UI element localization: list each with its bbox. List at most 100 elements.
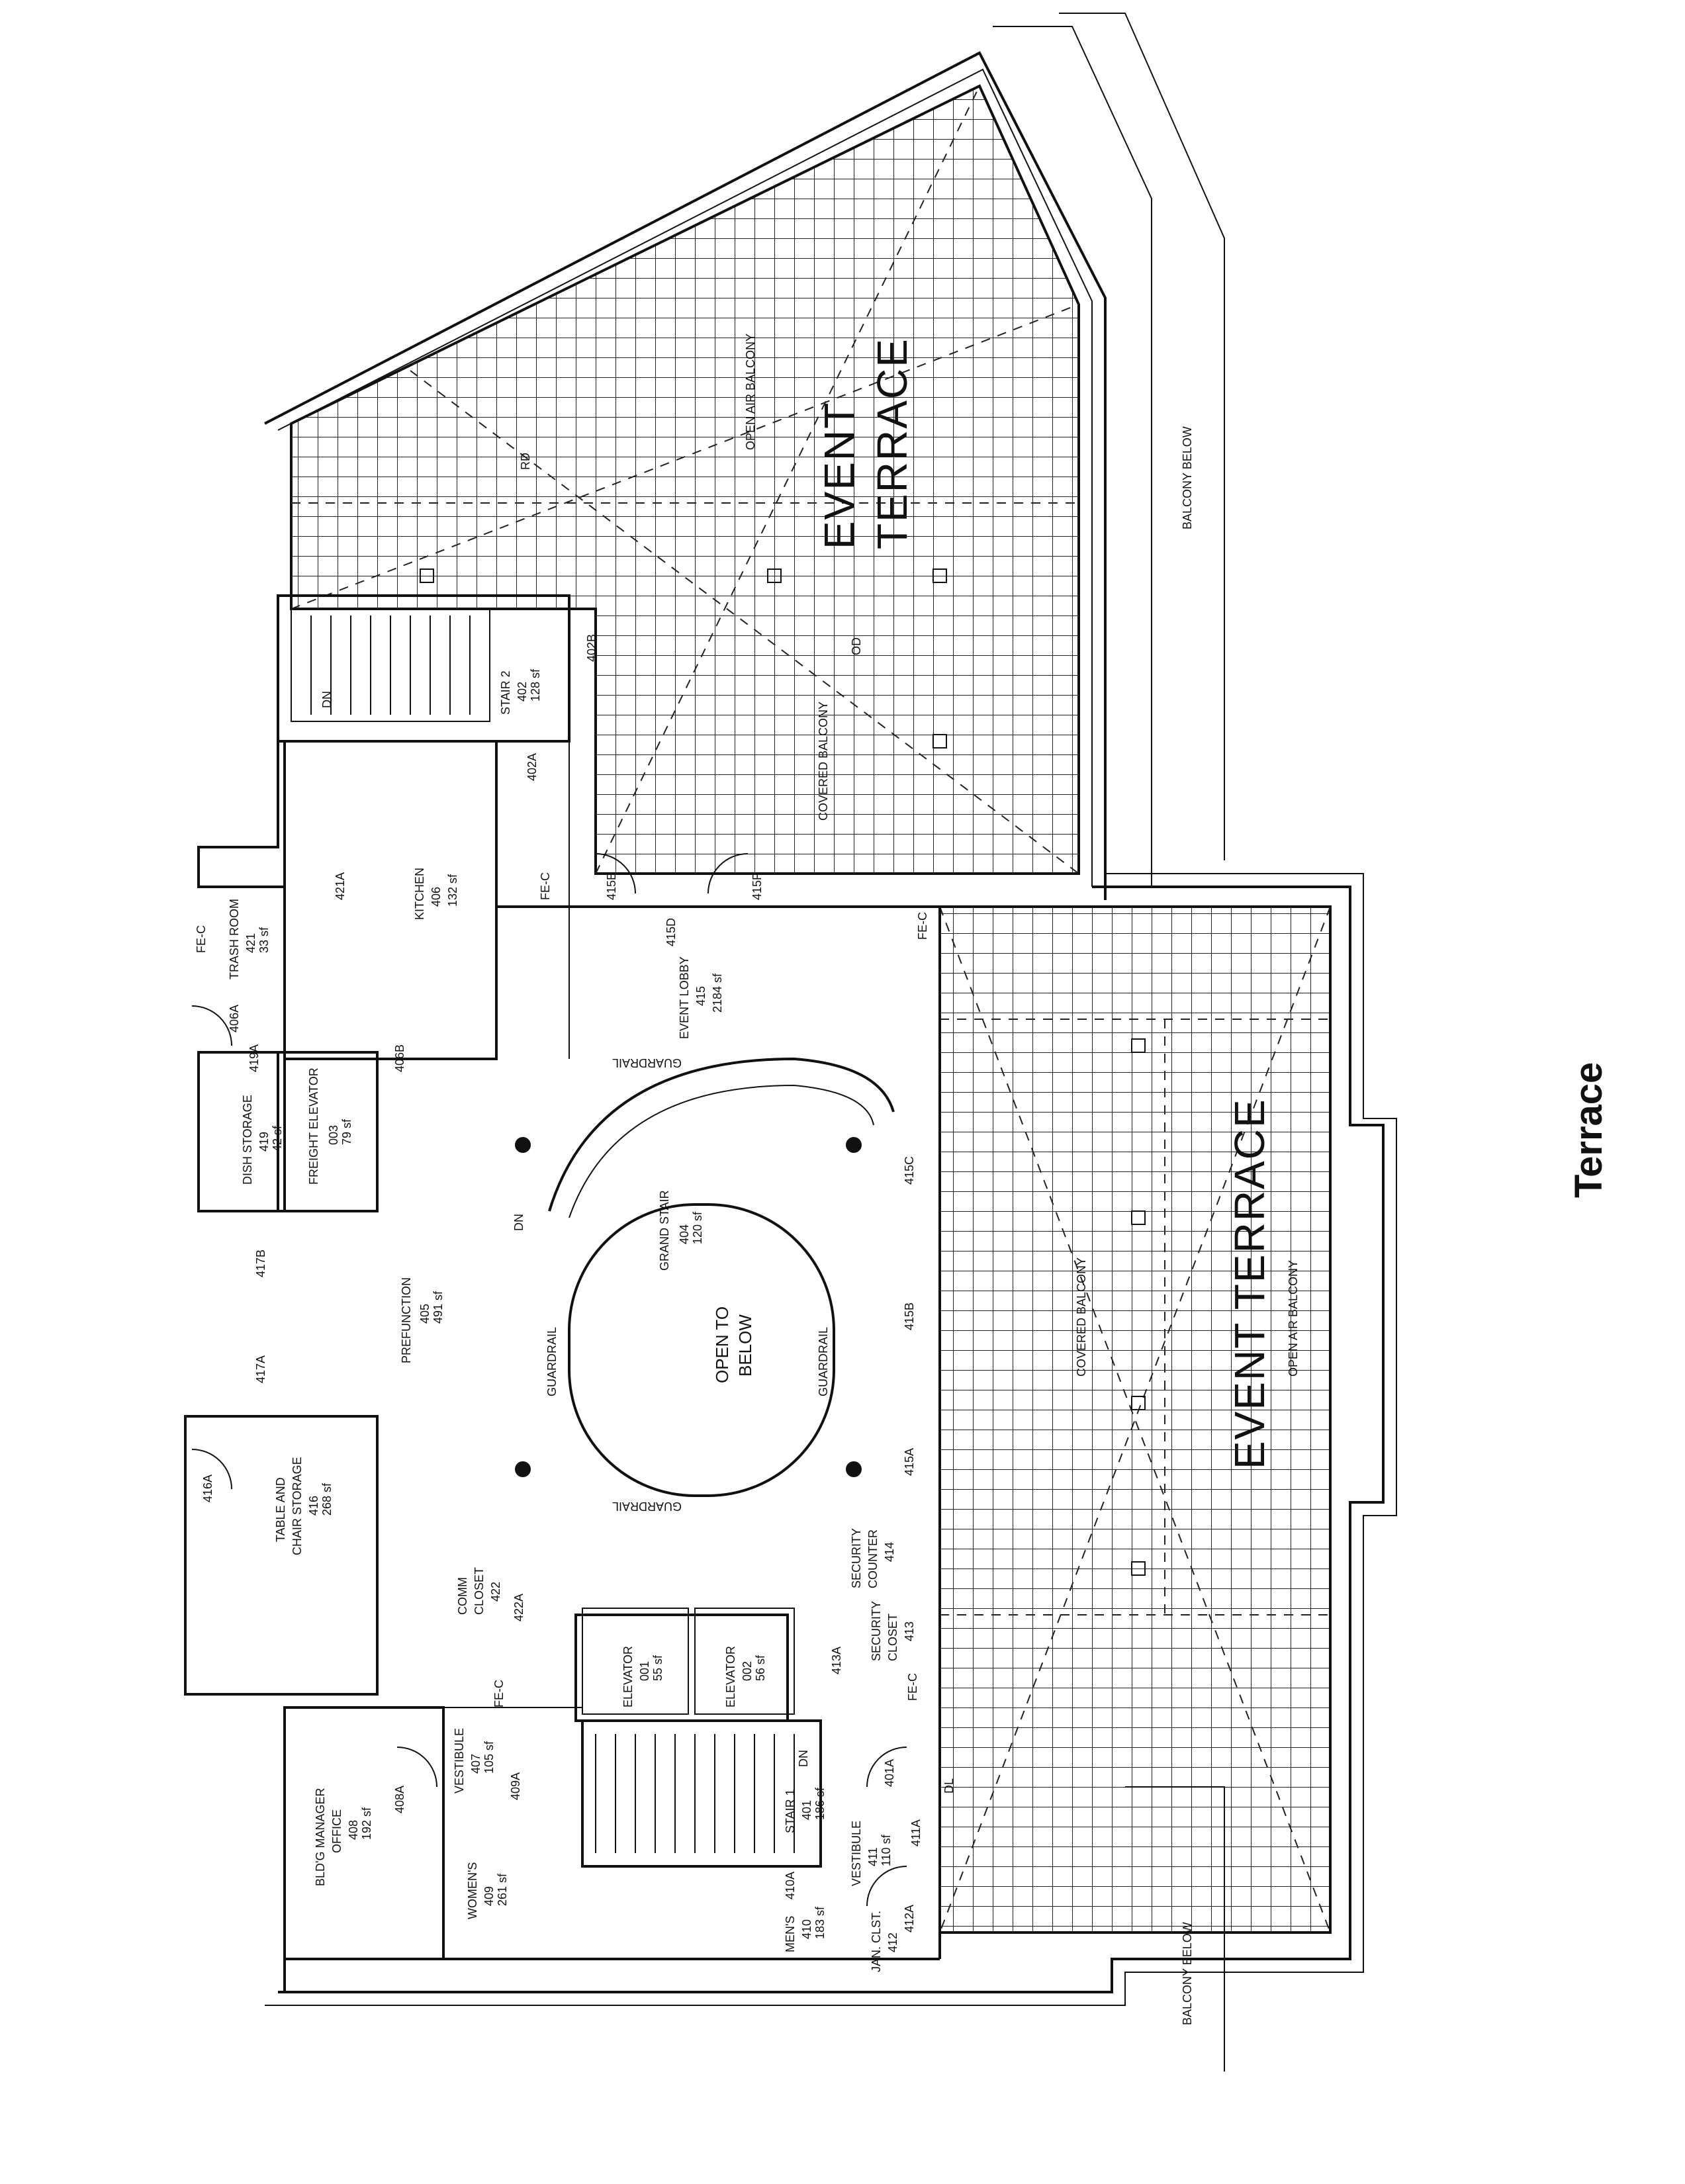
kitchen-name: KITCHEN — [413, 868, 426, 920]
dn-grand-stair: DN — [512, 1214, 525, 1231]
od-upper: OD — [850, 637, 863, 655]
vestibule407-num: 407 — [469, 1754, 482, 1774]
elevator2-num: 002 — [741, 1661, 754, 1681]
door-409a: 409A — [509, 1772, 522, 1800]
vestibule411-name: VESTIBULE — [850, 1821, 863, 1886]
comm-line1: COMM — [456, 1577, 469, 1615]
stair2-area: 128 sf — [529, 668, 542, 702]
dish-area: 42 sf — [271, 1125, 284, 1152]
trash-area: 33 sf — [257, 927, 271, 953]
security-counter-num: 414 — [883, 1542, 896, 1562]
door-415f: 415F — [751, 873, 764, 900]
trash-name: TRASH ROOM — [228, 899, 241, 979]
stair1-area: 186 sf — [813, 1787, 827, 1820]
guardrail-top: GUARDRAIL — [612, 1056, 682, 1069]
jan-name: JAN. CLST. — [870, 1911, 883, 1972]
security-counter-line2: COUNTER — [866, 1529, 880, 1588]
upper-terrace — [264, 26, 1152, 900]
vestibule407-name: VESTIBULE — [453, 1728, 466, 1794]
door-422a: 422A — [512, 1594, 525, 1621]
fe-c-lobby-right: FE-C — [916, 912, 929, 940]
guardrail-right: GUARDRAIL — [817, 1327, 830, 1396]
womens-name: WOMEN'S — [466, 1862, 479, 1919]
table-chair-line2: CHAIR STORAGE — [291, 1457, 304, 1555]
mens-name: MEN'S — [784, 1916, 797, 1952]
freight-area: 79 sf — [340, 1118, 353, 1145]
door-412a: 412A — [903, 1905, 916, 1933]
rd-upper: RD — [519, 453, 532, 470]
bldg-mgr-area: 192 sf — [360, 1807, 373, 1840]
door-415b: 415B — [903, 1302, 916, 1330]
stair2-name: STAIR 2 — [499, 670, 512, 715]
drain-markers — [420, 569, 1146, 1576]
table-chair-line1: TABLE AND — [274, 1477, 287, 1542]
upper-covered-label: COVERED BALCONY — [817, 702, 830, 821]
dn-stair2: DN — [320, 691, 334, 708]
lower-covered-label: COVERED BALCONY — [1075, 1257, 1088, 1377]
freight-num: 003 — [327, 1125, 340, 1145]
dish-num: 419 — [257, 1132, 271, 1152]
door-415e: 415E — [605, 872, 618, 900]
mens-area: 183 sf — [813, 1906, 827, 1939]
elevator1-area: 55 sf — [651, 1655, 664, 1681]
grand-stair-num: 404 — [678, 1224, 691, 1244]
lower-terrace-label: EVENT TERRACE — [1226, 1098, 1273, 1469]
fe-c-comm: FE-C — [492, 1680, 506, 1707]
door-406a: 406A — [228, 1005, 241, 1032]
bldg-mgr-line1: BLD'G MANAGER — [314, 1788, 327, 1886]
building-walls — [184, 594, 941, 1992]
door-415a: 415A — [903, 1448, 916, 1476]
door-402a: 402A — [525, 753, 539, 781]
womens-area: 261 sf — [496, 1873, 509, 1906]
event-lobby-area: 2184 sf — [711, 973, 724, 1013]
balcony-below-lower: BALCONY BELOW — [1181, 1922, 1194, 2025]
comm-line2: CLOSET — [473, 1567, 486, 1615]
elevator2-name: ELEVATOR — [724, 1646, 737, 1707]
door-swings — [191, 853, 907, 1907]
upper-terrace-label-line2: TERRACE — [868, 338, 916, 549]
door-406b: 406B — [393, 1044, 406, 1072]
kitchen-area: 132 sf — [446, 874, 459, 907]
open-below-line2: BELOW — [735, 1314, 755, 1377]
table-chair-num: 416 — [307, 1496, 320, 1516]
door-410a: 410A — [784, 1872, 797, 1899]
door-415d: 415D — [664, 918, 678, 946]
guardrail-bottom: GUARDRAIL — [612, 1500, 682, 1513]
door-416a: 416A — [201, 1475, 214, 1502]
trash-num: 421 — [244, 933, 257, 953]
stair-1-treads — [595, 1734, 795, 1853]
upper-terrace-label-line1: EVENT — [815, 402, 863, 549]
kitchen-num: 406 — [430, 887, 443, 907]
fe-c-security: FE-C — [906, 1673, 919, 1701]
vestibule407-area: 105 sf — [482, 1741, 496, 1774]
prefunction-area: 491 sf — [432, 1291, 445, 1324]
upper-open-air-label: OPEN AIR BALCONY — [744, 334, 757, 450]
door-408a: 408A — [393, 1786, 406, 1813]
stair2-num: 402 — [516, 682, 529, 702]
elevator2-area: 56 sf — [754, 1655, 767, 1681]
door-417a: 417A — [254, 1355, 267, 1383]
door-402b: 402B — [585, 634, 598, 662]
security-counter-line1: SECURITY — [850, 1528, 863, 1588]
grand-stair-area: 120 sf — [691, 1211, 704, 1244]
dish-name: DISH STORAGE — [241, 1095, 254, 1185]
mens-num: 410 — [800, 1919, 813, 1939]
door-413a: 413A — [830, 1647, 843, 1674]
stair1-num: 401 — [800, 1800, 813, 1820]
dn-stair1: DN — [797, 1750, 810, 1767]
freight-name: FREIGHT ELEVATOR — [307, 1068, 320, 1185]
prefunction-name: PREFUNCTION — [400, 1277, 413, 1363]
fe-c-trash: FE-C — [195, 925, 208, 953]
vestibule411-num: 411 — [866, 1847, 880, 1866]
balcony-below-upper: BALCONY BELOW — [1181, 426, 1194, 529]
door-401a: 401A — [883, 1759, 896, 1787]
dl-lower: DL — [942, 1778, 956, 1794]
grand-stair-name: GRAND STAIR — [658, 1190, 671, 1271]
bldg-mgr-line2: OFFICE — [330, 1809, 343, 1853]
vestibule411-area: 110 sf — [880, 1834, 893, 1866]
event-lobby-num: 415 — [694, 986, 707, 1006]
open-below-line1: OPEN TO — [712, 1306, 732, 1383]
prefunction-num: 405 — [418, 1304, 432, 1324]
door-417b: 417B — [254, 1250, 267, 1277]
